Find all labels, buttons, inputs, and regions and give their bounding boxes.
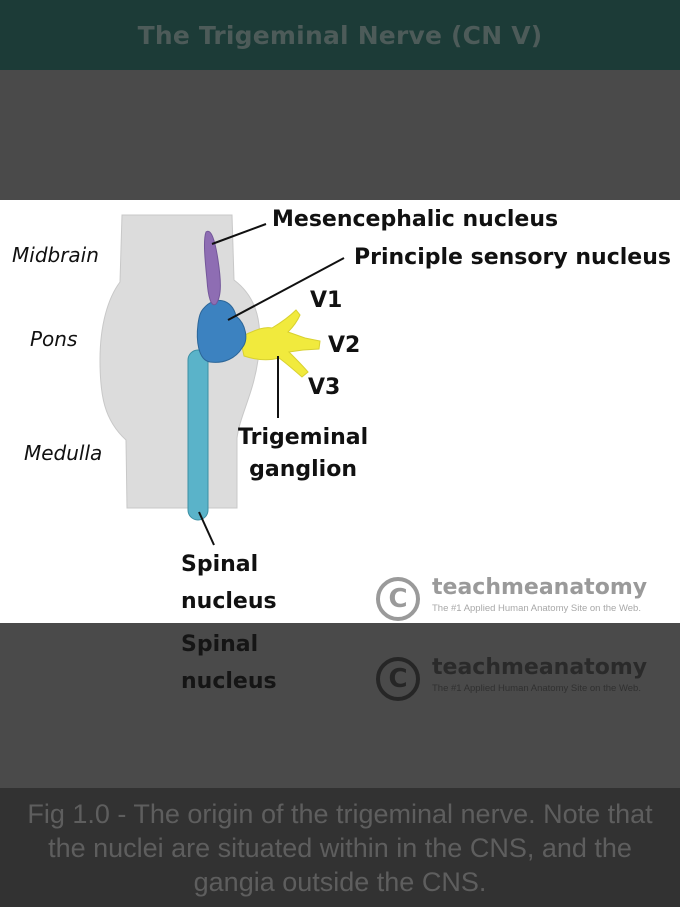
overlay-backdrop-top[interactable] bbox=[0, 70, 680, 200]
label-v2: V2 bbox=[328, 333, 361, 358]
label-midbrain: Midbrain bbox=[12, 243, 99, 267]
figure-image: Midbrain Pons Medulla Mesencephalic nucl… bbox=[0, 200, 680, 623]
label-principle-sensory-nucleus: Principle sensory nucleus bbox=[354, 245, 671, 270]
page-title: The Trigeminal Nerve (CN V) bbox=[137, 20, 543, 50]
brainstem-shape bbox=[99, 214, 261, 509]
leader-line-mesencephalic bbox=[211, 223, 267, 245]
label-medulla: Medulla bbox=[24, 441, 103, 465]
leader-line-principle bbox=[227, 257, 345, 321]
ghost-label-spinal-nucleus: Spinal nucleus bbox=[181, 632, 277, 694]
leader-line-spinal bbox=[198, 511, 215, 546]
ghost-watermark-tagline: The #1 Applied Human Anatomy Site on the… bbox=[432, 683, 641, 694]
ghost-watermark-name: teachmeanatomy bbox=[432, 655, 648, 680]
mesencephalic-nucleus-shape bbox=[203, 230, 221, 306]
ghost-copyright-icon: C bbox=[376, 657, 420, 701]
overlay-backdrop-bottom[interactable]: Spinal nucleus C teachmeanatomy The #1 A… bbox=[0, 623, 680, 788]
trigeminal-ganglion-shape bbox=[239, 309, 321, 378]
label-spinal-nucleus: Spinal nucleus bbox=[181, 552, 277, 614]
caption-text: Fig 1.0 - The origin of the trigeminal n… bbox=[27, 798, 653, 897]
watermark-name: teachmeanatomy bbox=[432, 575, 648, 600]
label-v3: V3 bbox=[308, 375, 341, 400]
label-v1: V1 bbox=[310, 288, 343, 313]
label-trigeminal-ganglion: Trigeminal ganglion bbox=[238, 425, 369, 482]
figure-caption: Fig 1.0 - The origin of the trigeminal n… bbox=[0, 788, 680, 907]
label-mesencephalic-nucleus: Mesencephalic nucleus bbox=[272, 207, 559, 232]
label-pons: Pons bbox=[30, 327, 78, 351]
copyright-icon: C bbox=[376, 577, 420, 621]
app-header: The Trigeminal Nerve (CN V) bbox=[0, 0, 680, 70]
trigeminal-diagram bbox=[99, 214, 345, 546]
watermark-tagline: The #1 Applied Human Anatomy Site on the… bbox=[432, 603, 641, 614]
spinal-nucleus-shape bbox=[187, 349, 209, 521]
